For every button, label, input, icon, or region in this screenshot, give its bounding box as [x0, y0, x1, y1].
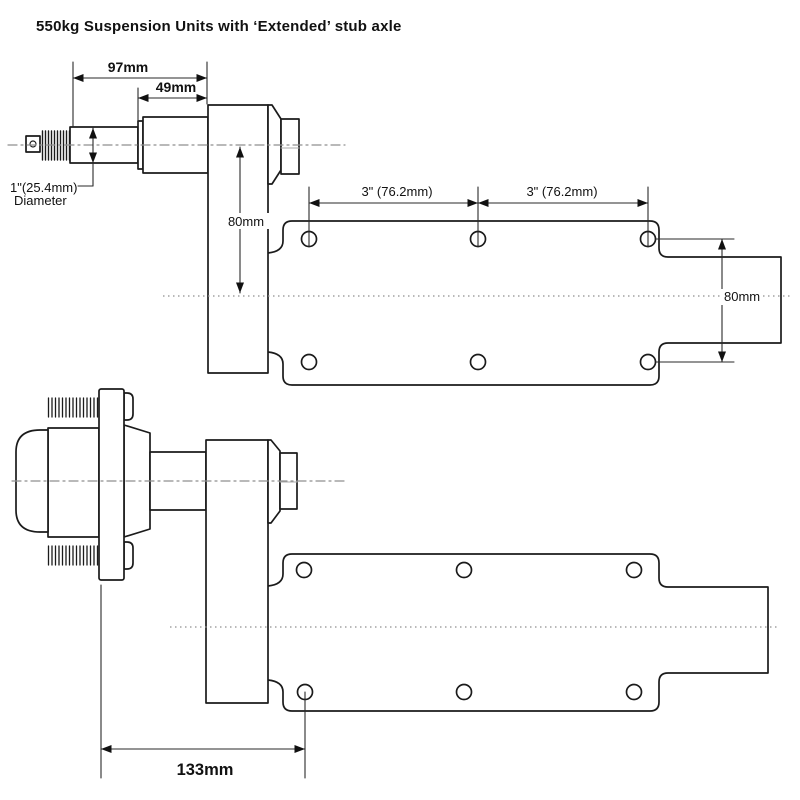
dim-3inch-label-2: 3" (76.2mm) [526, 184, 597, 199]
dim-80mm-plate-label: 80mm [724, 289, 760, 304]
dim-97mm-label: 97mm [108, 59, 148, 75]
bottom-plate-hole [625, 683, 643, 701]
top-dimension-labels: 97mm 49mm 1"(25.4mm) Diameter 80mm 3" (7… [10, 59, 761, 305]
top-plate-hole [469, 353, 487, 371]
bottom-plate-outline [267, 553, 769, 712]
top-centerlines [7, 144, 790, 297]
hub-drum [47, 427, 100, 538]
bottom-centerlines [11, 480, 777, 628]
bottom-hub-assembly [15, 388, 207, 581]
top-body-hub [280, 118, 300, 175]
wheel-stud-thread-bottom [47, 545, 99, 566]
bottom-plate-hole [625, 561, 643, 579]
bottom-plate-hole [455, 561, 473, 579]
axle-diameter-label-line2: Diameter [14, 193, 67, 208]
bottom-body [205, 439, 269, 704]
bottom-view: 133mm [11, 388, 777, 779]
top-plate-outline [267, 220, 782, 386]
dim-80mm-drop-label: 80mm [228, 214, 264, 229]
bottom-suspension-body [205, 439, 298, 704]
bottom-dimension-labels: 133mm [177, 761, 234, 779]
top-plate-hole [300, 353, 318, 371]
stud-head-top [123, 392, 134, 421]
drawing-title: 550kg Suspension Units with ‘Extended’ s… [36, 18, 402, 35]
top-mounting-plate [267, 220, 782, 386]
bottom-mounting-plate [267, 553, 769, 712]
dim-133mm-label: 133mm [177, 761, 234, 779]
top-plate-hole [639, 353, 657, 371]
axle-diameter-label-line1: 1"(25.4mm) [10, 180, 77, 195]
stud-head-bottom [123, 541, 134, 570]
bottom-dimensions [100, 584, 306, 779]
dim-49mm-label: 49mm [156, 79, 196, 95]
bottom-plate-hole [295, 561, 313, 579]
label-mask [224, 213, 269, 229]
dim-3inch-label-1: 3" (76.2mm) [361, 184, 432, 199]
wheel-flange [98, 388, 125, 581]
label-mask [720, 289, 761, 305]
wheel-stud-thread-top [47, 397, 99, 418]
axle-end-hole [29, 140, 37, 148]
top-view: 97mm 49mm 1"(25.4mm) Diameter 80mm 3" (7… [7, 59, 790, 386]
bottom-plate-hole [455, 683, 473, 701]
